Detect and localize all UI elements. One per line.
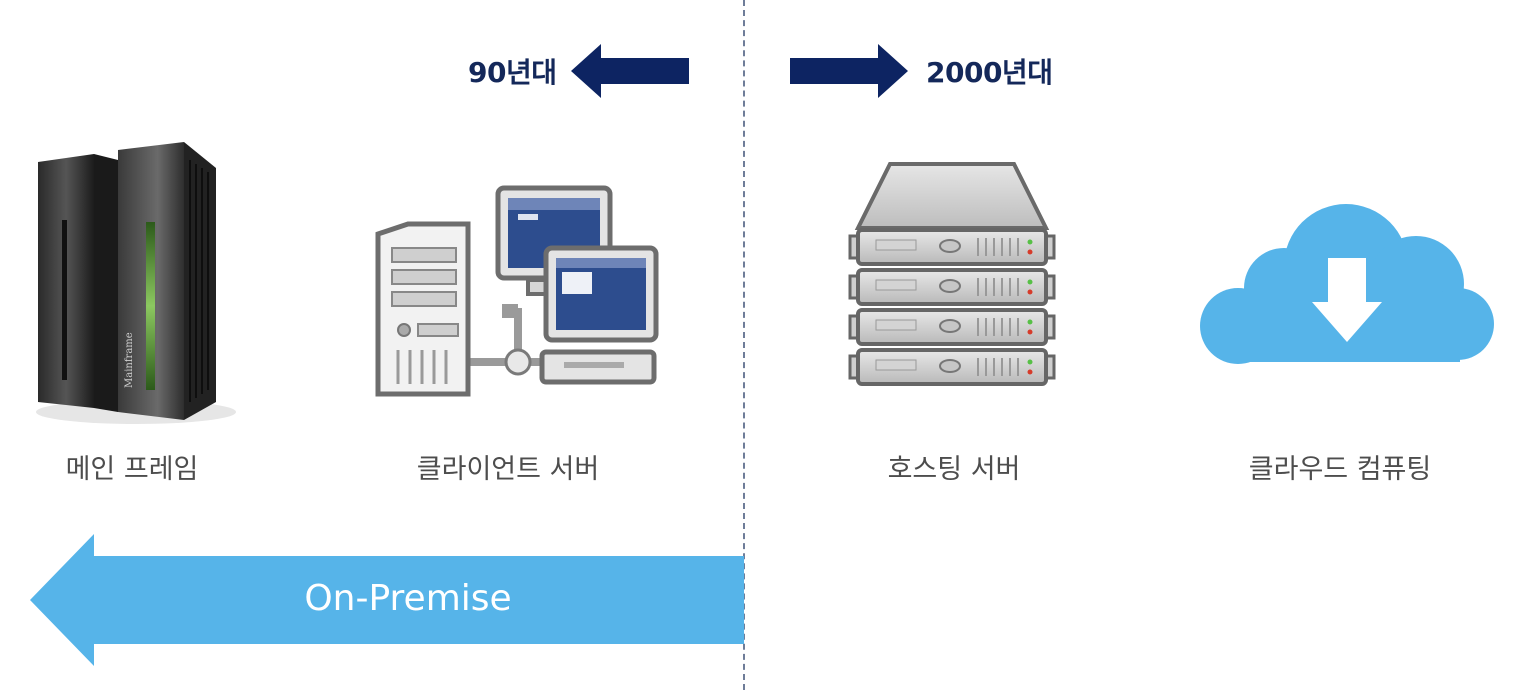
on-premise-label: On-Premise xyxy=(304,578,512,619)
era-2000s-label: 2000년대 xyxy=(926,56,1053,89)
caption-client-server: 클라이언트 서버 xyxy=(416,454,600,485)
right-arrow-icon xyxy=(790,44,908,98)
left-arrow-icon xyxy=(570,44,689,98)
cloud-download-icon xyxy=(1200,204,1494,364)
era-90s-label: 90년대 xyxy=(468,56,557,89)
caption-hosting-server: 호스팅 서버 xyxy=(887,454,1021,485)
era-2000s: 2000년대 xyxy=(790,44,1053,98)
mainframe-brand-text: Mainframe xyxy=(124,332,135,388)
caption-mainframe: 메인 프레임 xyxy=(65,454,199,485)
client-server-icon xyxy=(375,185,659,397)
caption-cloud-computing: 클라우드 컴퓨팅 xyxy=(1248,454,1432,485)
rack-server-icon xyxy=(848,162,1056,386)
era-divider-line xyxy=(743,0,745,690)
on-premise-arrow xyxy=(30,534,744,666)
mainframe-icon: Mainframe xyxy=(36,142,236,424)
era-90s: 90년대 xyxy=(468,44,689,98)
